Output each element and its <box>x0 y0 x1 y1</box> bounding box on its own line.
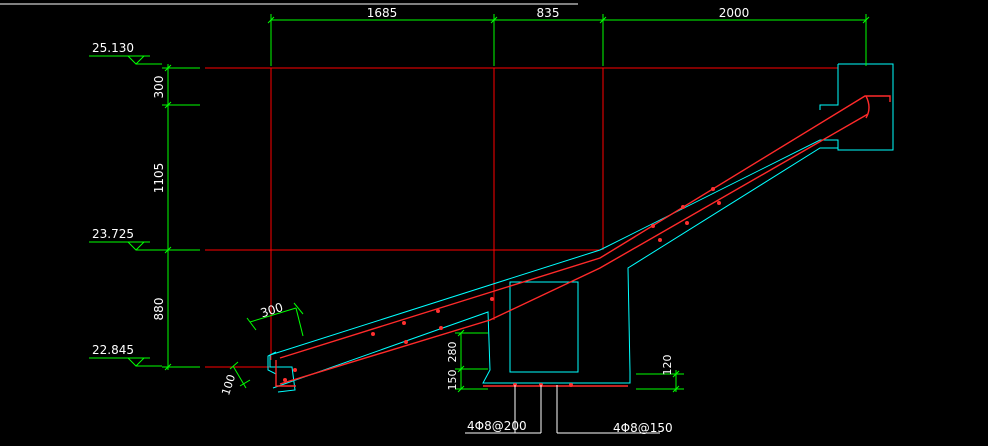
left-dim-300: 300 <box>152 76 166 99</box>
right-dim-120: 120 <box>661 355 674 376</box>
rebar-label-2: 4Φ8@150 <box>613 421 673 435</box>
slope-dimension-lines <box>246 302 304 337</box>
right-dimension-lines <box>636 370 684 393</box>
top-dimension-lines <box>267 14 870 66</box>
top-dim-2000: 2000 <box>719 6 750 20</box>
step-dim-280: 280 <box>446 342 459 363</box>
step-dim-150: 150 <box>446 370 459 391</box>
rebar-leader-lines <box>465 385 660 434</box>
slope-dim-300: 300 <box>259 300 285 320</box>
left-dimension-lines <box>162 64 200 371</box>
rebar-label-1: 4Φ8@200 <box>467 419 527 433</box>
left-dim-880: 880 <box>152 298 166 321</box>
concrete-outline <box>267 63 894 393</box>
elevation-25130: 25.130 <box>92 41 134 55</box>
end-dimension-lines <box>229 361 251 389</box>
rebar-lines <box>275 95 891 387</box>
end-dim-100: 100 <box>219 373 238 397</box>
top-dim-1685: 1685 <box>367 6 398 20</box>
top-dim-835: 835 <box>537 6 560 20</box>
rebar-dots <box>283 187 721 387</box>
left-dim-1105: 1105 <box>152 163 166 194</box>
elevation-22845: 22.845 <box>92 343 134 357</box>
step-dimension-lines <box>455 329 488 393</box>
grid-lines <box>205 67 838 368</box>
elevation-markers <box>89 55 162 367</box>
elevation-23725: 23.725 <box>92 227 134 241</box>
